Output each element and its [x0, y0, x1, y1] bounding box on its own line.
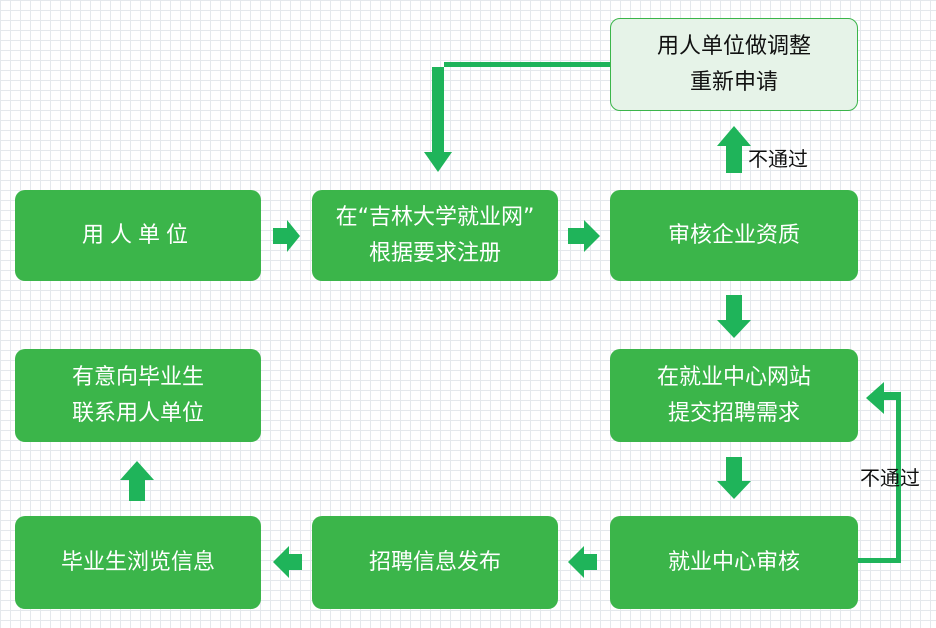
label-fail-center-review: 不通过	[860, 466, 920, 490]
node-register-line1: 在“吉林大学就业网”	[335, 204, 535, 230]
node-browse-info-label: 毕业生浏览信息	[60, 549, 215, 575]
node-publish-info-label: 招聘信息发布	[368, 549, 501, 575]
node-adjust-reapply: 用人单位做调整 重新申请	[610, 18, 858, 111]
node-submit-demand: 在就业中心网站 提交招聘需求	[610, 349, 858, 442]
arrow-publish-to-browse	[273, 546, 302, 578]
node-contact-employer: 有意向毕业生 联系用人单位	[15, 349, 261, 442]
arrow-employer-to-register	[273, 220, 300, 252]
node-contact-employer-line2: 联系用人单位	[71, 400, 204, 426]
node-register-line2: 根据要求注册	[368, 240, 501, 266]
node-center-review-label: 就业中心审核	[667, 549, 800, 575]
arrow-center-review-to-publish	[568, 546, 597, 578]
node-submit-demand-line1: 在就业中心网站	[656, 364, 811, 390]
node-review-qualification-label: 审核企业资质	[667, 222, 800, 248]
node-adjust-reapply-line1: 用人单位做调整	[656, 33, 811, 59]
arrow-adjust-to-register	[424, 62, 610, 172]
node-register: 在“吉林大学就业网” 根据要求注册	[312, 190, 558, 281]
node-browse-info: 毕业生浏览信息	[15, 516, 261, 609]
arrow-browse-to-contact	[120, 461, 154, 501]
node-review-qualification: 审核企业资质	[610, 190, 858, 281]
node-contact-employer-line1: 有意向毕业生	[71, 364, 204, 390]
node-employer-label: 用人单位	[81, 222, 194, 248]
arrow-review-to-submit	[717, 295, 751, 338]
node-publish-info: 招聘信息发布	[312, 516, 558, 609]
arrow-review-to-adjust	[717, 126, 751, 173]
node-employer: 用人单位	[15, 190, 261, 281]
label-fail-qualification: 不通过	[748, 147, 808, 171]
node-submit-demand-line2: 提交招聘需求	[667, 400, 800, 426]
node-center-review: 就业中心审核	[610, 516, 858, 609]
arrow-register-to-review	[568, 220, 600, 252]
node-adjust-reapply-line2: 重新申请	[689, 69, 778, 95]
arrow-submit-to-center-review	[717, 457, 751, 499]
